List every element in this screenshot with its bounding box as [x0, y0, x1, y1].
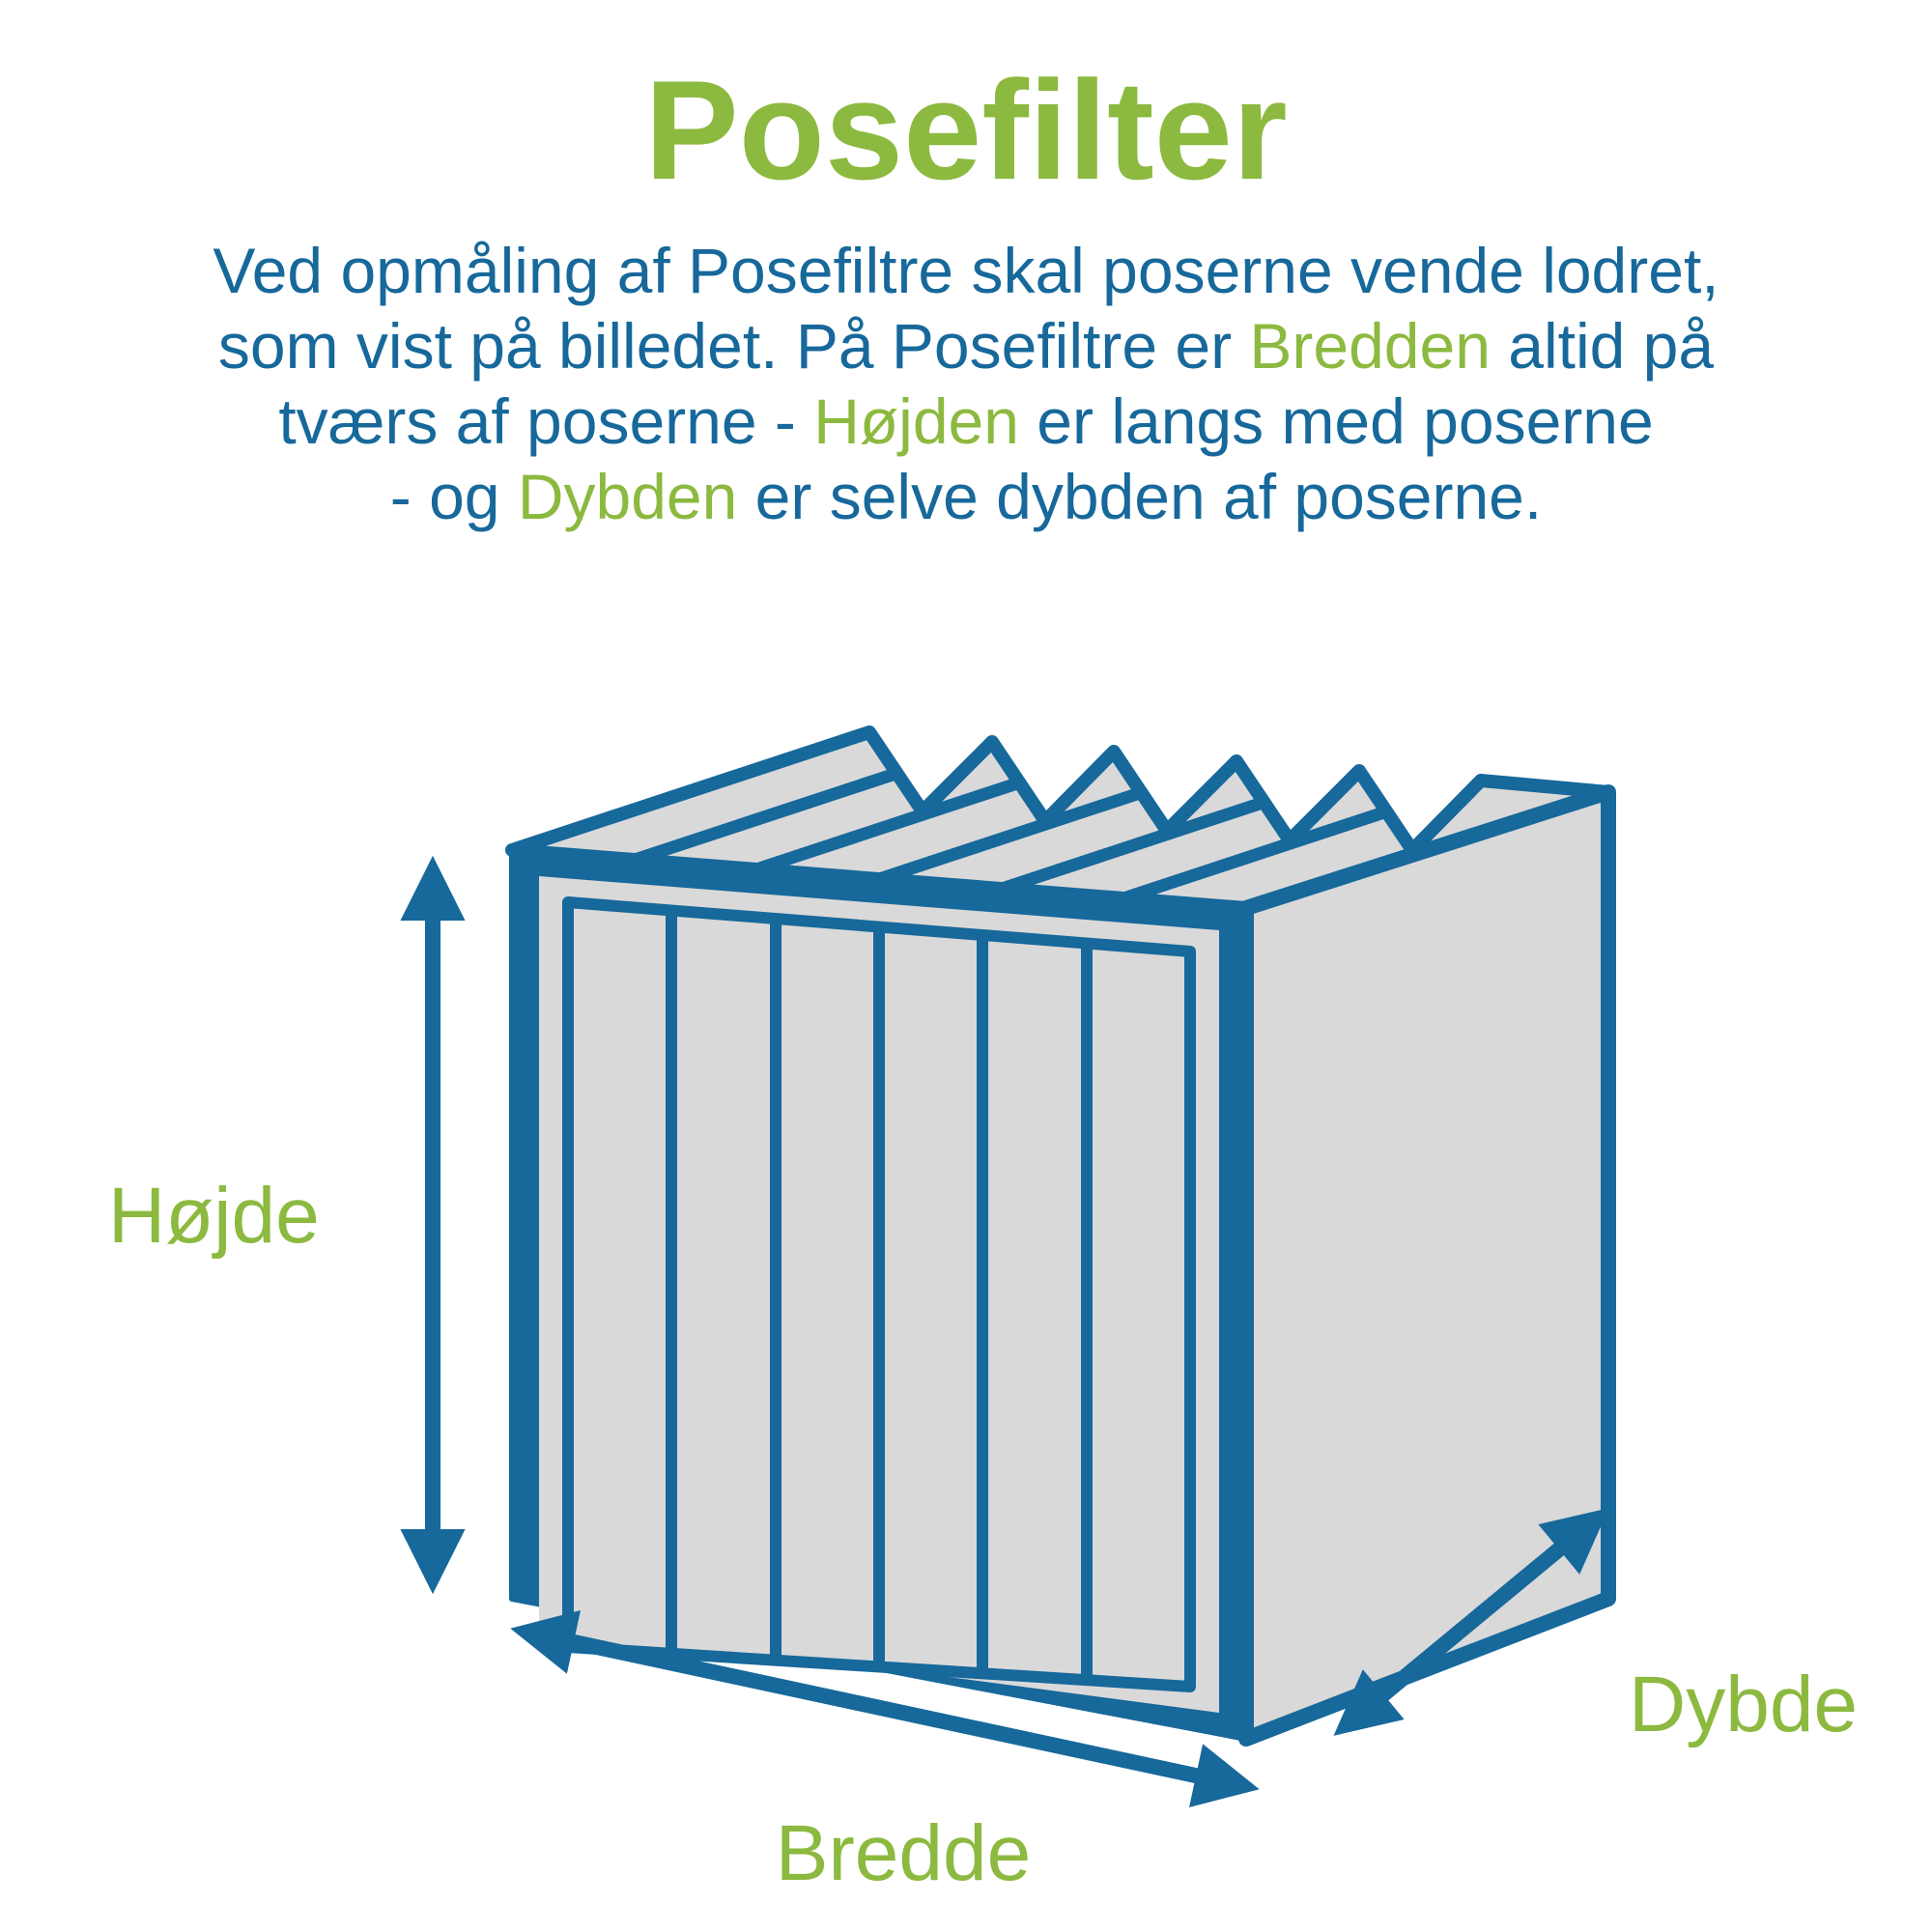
height-label: Højde — [108, 1172, 320, 1260]
intro-line-3: tværs af poserne - Højden er langs med p… — [0, 384, 1932, 460]
depth-label: Dybde — [1629, 1661, 1859, 1748]
intro-text-segment: altid på — [1490, 309, 1715, 382]
filter-front-frame — [509, 847, 1249, 1742]
width-arrow — [510, 1610, 1260, 1807]
width-label: Bredde — [775, 1809, 1032, 1897]
intro-text-segment: er langs med poserne — [1018, 384, 1654, 457]
page-title: Posefilter — [644, 51, 1288, 209]
intro-text-segment: - og — [389, 460, 518, 532]
intro-text-segment: som vist på billedet. På Posefiltre er — [217, 309, 1250, 382]
intro-highlight-dybden: Dybden — [517, 460, 738, 532]
pocket-dividers — [666, 911, 1093, 1680]
intro-highlight-bredden: Bredden — [1249, 309, 1491, 382]
intro-text-segment: Ved opmåling af Posefiltre skal poserne … — [213, 235, 1719, 306]
intro-line-1: Ved opmåling af Posefiltre skal poserne … — [0, 234, 1932, 309]
intro-paragraph: Ved opmåling af Posefiltre skal poserne … — [0, 234, 1932, 535]
intro-text-segment: er selve dybden af poserne. — [737, 460, 1543, 532]
filter-side-panel — [1238, 784, 1616, 1747]
intro-highlight-hojden: Højden — [813, 384, 1019, 457]
dimension-arrows — [400, 855, 1609, 1807]
intro-line-2: som vist på billedet. På Posefiltre er B… — [0, 309, 1932, 384]
intro-line-4: - og Dybden er selve dybden af poserne. — [0, 460, 1932, 535]
intro-text-segment: tværs af poserne - — [278, 384, 814, 457]
depth-arrow — [1333, 1508, 1609, 1736]
